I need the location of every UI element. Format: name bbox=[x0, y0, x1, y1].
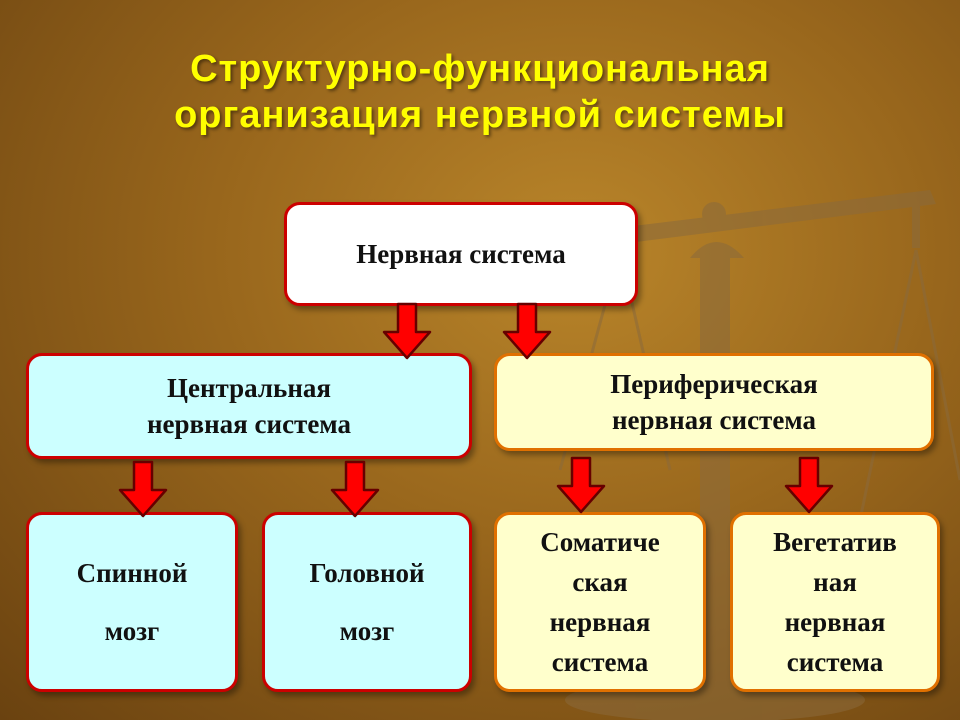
down-arrow-icon bbox=[382, 302, 432, 360]
node-label: Вегетатив bbox=[773, 527, 897, 557]
node-autonomic-nervous-system: Вегетатив ная нервная система bbox=[730, 512, 940, 692]
node-nervous-system: Нервная система bbox=[284, 202, 638, 306]
node-label: Спинной bbox=[76, 558, 188, 588]
node-label: нервная система bbox=[611, 405, 817, 435]
node-spinal-cord: Спинной мозг bbox=[26, 512, 238, 692]
node-peripheral-nervous-system: Периферическая нервная система bbox=[494, 353, 934, 451]
page-title: Структурно-функциональная организация не… bbox=[0, 46, 960, 138]
node-central-nervous-system: Центральная нервная система bbox=[26, 353, 472, 459]
node-label: Соматиче bbox=[540, 527, 660, 557]
node-label: нервная система bbox=[146, 409, 352, 439]
node-label: Нервная система bbox=[356, 239, 566, 269]
node-label: ская bbox=[572, 567, 628, 597]
node-label: мозг bbox=[339, 616, 395, 646]
node-label: нервная bbox=[549, 607, 651, 637]
down-arrow-icon bbox=[330, 460, 380, 518]
down-arrow-icon bbox=[556, 456, 606, 514]
node-brain: Головной мозг bbox=[262, 512, 472, 692]
node-label: система bbox=[786, 647, 884, 677]
down-arrow-icon bbox=[502, 302, 552, 360]
down-arrow-icon bbox=[118, 460, 168, 518]
node-somatic-nervous-system: Соматиче ская нервная система bbox=[494, 512, 706, 692]
down-arrow-icon bbox=[784, 456, 834, 514]
node-label: Центральная bbox=[167, 373, 331, 403]
node-label: мозг bbox=[104, 616, 160, 646]
node-label: ная bbox=[813, 567, 857, 597]
title-line-2: организация нервной системы bbox=[174, 94, 786, 136]
title-line-1: Структурно-функциональная bbox=[190, 48, 770, 90]
node-label: система bbox=[551, 647, 649, 677]
node-label: Головной bbox=[309, 558, 425, 588]
node-label: Периферическая bbox=[610, 369, 818, 399]
node-label: нервная bbox=[784, 607, 886, 637]
